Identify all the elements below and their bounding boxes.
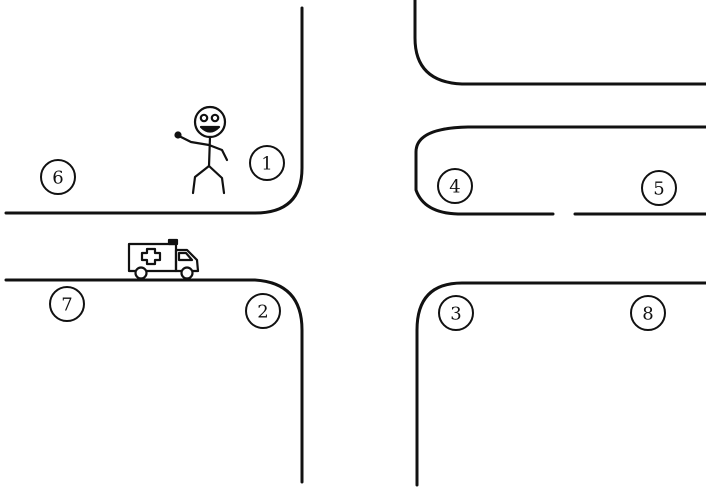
stick-figure-icon — [174, 105, 229, 195]
marker-8-label: 8 — [642, 304, 653, 325]
marker-5-label: 5 — [653, 179, 664, 200]
stick-figure-right-arm — [207, 143, 229, 162]
stick-figure-left-leg — [191, 164, 211, 195]
marker-2-label: 2 — [257, 302, 268, 323]
marker-3-circle — [438, 295, 474, 331]
marker-1: 1 — [249, 145, 285, 181]
marker-8-circle — [630, 295, 666, 331]
marker-3: 3 — [438, 295, 474, 331]
curb-median-right-left-edge — [414, 125, 706, 216]
numbered-markers: 1 2 3 4 5 6 7 8 — [40, 145, 677, 331]
marker-7: 7 — [49, 286, 85, 322]
marker-3-label: 3 — [450, 304, 461, 325]
ambulance-cab — [174, 248, 200, 273]
stick-figure-body — [207, 135, 212, 168]
curb-bottom-right — [415, 281, 706, 487]
curb-bottom-left — [4, 278, 304, 484]
marker-2: 2 — [245, 293, 281, 329]
stick-figure-eye-right — [210, 113, 220, 123]
ambulance-cross — [140, 247, 162, 266]
marker-6: 6 — [40, 159, 76, 195]
marker-1-circle — [249, 145, 285, 181]
curb-top-right — [413, 0, 706, 86]
marker-4: 4 — [437, 168, 473, 204]
ambulance-icon — [127, 238, 200, 280]
marker-4-label: 4 — [449, 177, 460, 198]
stick-figure-eye-left — [199, 113, 209, 123]
ambulance-light — [167, 238, 179, 246]
marker-2-circle — [245, 293, 281, 329]
stick-figure-hand — [174, 131, 182, 139]
ambulance-window — [177, 251, 194, 262]
ambulance-rear-wheel — [134, 266, 148, 280]
ambulance-front-wheel — [180, 266, 194, 280]
marker-6-circle — [40, 159, 76, 195]
curb-top-left — [4, 6, 304, 215]
marker-1-label: 1 — [261, 154, 272, 175]
marker-5: 5 — [641, 170, 677, 206]
marker-8: 8 — [630, 295, 666, 331]
stick-figure-left-arm — [177, 134, 211, 147]
marker-7-label: 7 — [61, 295, 72, 316]
marker-4-circle — [437, 168, 473, 204]
marker-7-circle — [49, 286, 85, 322]
curbs — [4, 0, 706, 487]
stick-figure-mouth — [199, 125, 221, 133]
stick-figure-right-leg — [207, 164, 226, 195]
marker-5-circle — [641, 170, 677, 206]
marker-6-label: 6 — [52, 168, 63, 189]
